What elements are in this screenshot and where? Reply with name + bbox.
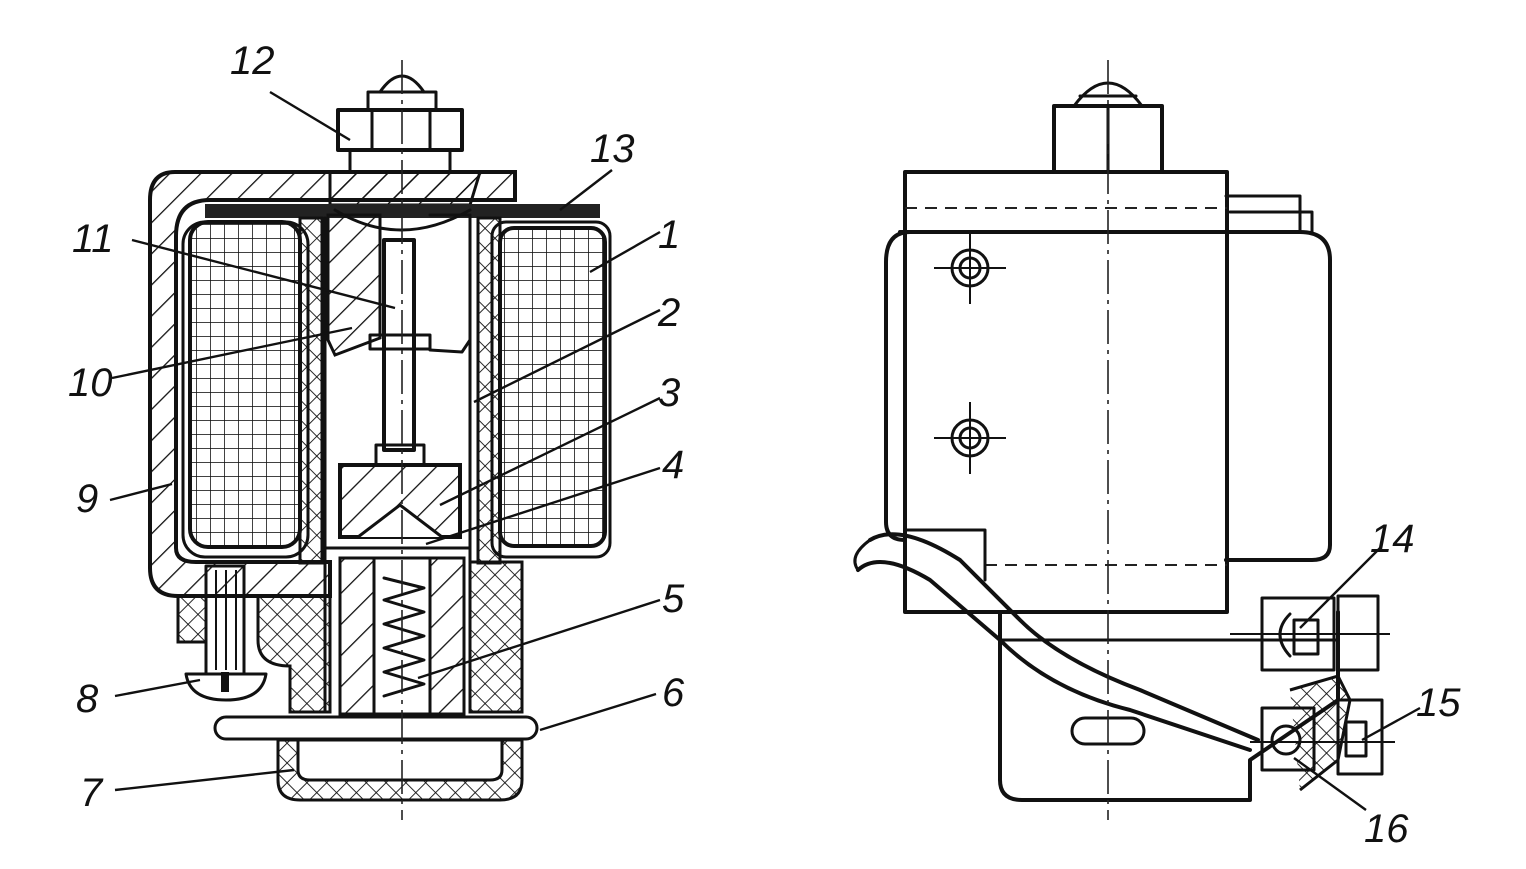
callout-10: 10 [68, 361, 113, 405]
callout-3: 3 [658, 371, 680, 415]
magnetic-frame [148, 170, 517, 598]
terminal-15 [1250, 674, 1395, 792]
callout-4: 4 [662, 443, 684, 487]
callout-5: 5 [662, 577, 685, 621]
callout-13: 13 [590, 127, 635, 171]
sectional-view [148, 60, 612, 820]
terminal-14 [1230, 594, 1390, 672]
rear-housing [898, 230, 1332, 562]
callout-2: 2 [657, 291, 680, 335]
callout-12: 12 [230, 39, 275, 83]
callout-14: 14 [1370, 517, 1415, 561]
callout-16: 16 [1364, 807, 1409, 851]
adjusting-nut [336, 108, 464, 152]
fixed-core [326, 213, 382, 357]
bottom-cap [276, 738, 524, 802]
bobbin-left [298, 216, 324, 565]
side-view [853, 60, 1395, 820]
callout-9: 9 [76, 477, 98, 521]
callout-labels: 12 13 11 1 2 10 3 4 9 5 8 6 7 14 15 16 [68, 39, 1461, 851]
leader-lines [109, 90, 1421, 811]
insulating-body [256, 594, 332, 714]
top-plate [328, 170, 483, 207]
lead-cable [868, 532, 1260, 742]
coil-housing-front [903, 170, 1229, 614]
push-rod [382, 238, 416, 452]
return-spring [382, 576, 426, 698]
callout-11: 11 [72, 217, 114, 261]
rivet-upper [934, 232, 1006, 304]
callout-15: 15 [1416, 681, 1461, 725]
coil-winding-right [498, 226, 607, 548]
callout-6: 6 [662, 671, 685, 715]
rivet-lower [934, 402, 1006, 474]
callout-1: 1 [658, 213, 680, 257]
callout-7: 7 [80, 771, 104, 815]
mounting-plate [213, 715, 539, 741]
coil-winding-left [188, 220, 302, 549]
callout-8: 8 [76, 677, 99, 721]
base-bracket [998, 610, 1340, 802]
